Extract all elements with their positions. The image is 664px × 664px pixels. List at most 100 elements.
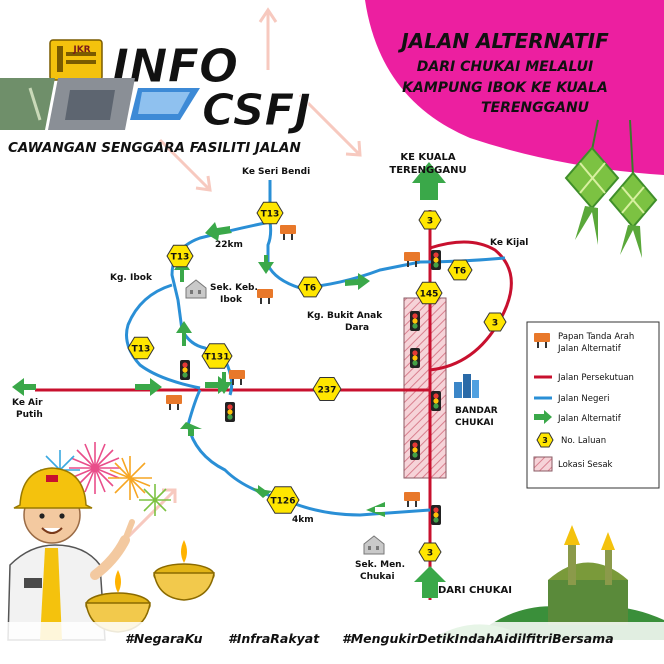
route-marker-237: 237 — [312, 377, 342, 401]
traffic-light — [410, 348, 420, 368]
label-sek-men-1: Sek. Men. — [355, 560, 405, 570]
alt-arrow-4 — [135, 378, 162, 396]
label-distance-22km: 22km — [215, 240, 243, 250]
header-subtitle: CAWANGAN SENGGARA FASILITI JALAN — [8, 140, 301, 156]
title-banner: JALAN ALTERNATIF DARI CHUKAI MELALUI KAM… — [365, 0, 664, 175]
photo-strip — [0, 78, 200, 130]
hashtag-footer: #NegaraKu #InfraRakyat #MengukirDetikInd… — [0, 622, 664, 664]
legend-sign-icon — [534, 333, 550, 348]
legend-alt-label: Jalan Alternatif — [557, 414, 622, 424]
banner-line4: TERENGGANU — [481, 100, 590, 116]
banner-line1: JALAN ALTERNATIF — [397, 29, 609, 53]
jkr-logo-text: JKR — [72, 45, 90, 55]
route-marker-t13-left-label: T13 — [171, 253, 190, 263]
alt-arrow-2 — [252, 485, 272, 498]
oil-lamps — [85, 540, 215, 633]
state-road-t126 — [186, 389, 431, 517]
route-marker-3-bottom-label: 3 — [427, 549, 433, 559]
federal-road-kijal — [429, 240, 513, 372]
direction-sign — [404, 252, 420, 267]
route-marker-t131-shape — [201, 343, 233, 369]
legend-route-label: No. Laluan — [561, 436, 606, 446]
route-marker-t13-left-shape — [166, 244, 194, 268]
route-marker-t13-top: T13 — [256, 201, 284, 225]
label-kuala-terengganu-2: TERENGGANU — [389, 165, 466, 176]
route-marker-145-label: 145 — [420, 290, 439, 300]
route-marker-t6-mid: T6 — [297, 276, 323, 298]
route-marker-145-shape — [415, 281, 443, 305]
traffic-light — [410, 440, 420, 460]
route-marker-3-right: 3 — [483, 312, 507, 332]
legend-sign-line1: Papan Tanda Arah — [558, 332, 634, 342]
route-marker-3-right-shape — [483, 312, 507, 332]
alt-arrow-6 — [12, 378, 36, 396]
route-marker-t13-lower-shape — [127, 336, 155, 360]
traffic-light — [431, 391, 441, 411]
route-marker-3-top-label: 3 — [427, 217, 433, 227]
route-marker-3-bottom: 3 — [418, 542, 442, 562]
label-sek-men-2: Chukai — [360, 572, 395, 582]
header: JKR INFO CSFJ CAWANGAN SENGGARA FASILITI… — [0, 39, 311, 156]
route-marker-t131-label: T131 — [205, 353, 230, 363]
route-marker-t6-mid-shape — [297, 276, 323, 298]
alternative-arrows — [12, 162, 446, 598]
hashtag-infrarakyat: #InfraRakyat — [228, 631, 320, 646]
alt-arrow-kt — [412, 162, 446, 200]
label-kuala-terengganu-1: KE KUALA — [400, 152, 456, 163]
ketupat-decoration — [564, 119, 658, 258]
alt-arrow-12 — [216, 372, 232, 394]
route-marker-t13-lower: T13 — [127, 336, 155, 360]
route-marker-t13-top-label: T13 — [261, 210, 280, 220]
route-marker-t6-right-shape — [447, 259, 473, 281]
label-air-putih-1: Ke Air — [12, 398, 43, 408]
route-marker-3-top: 3 — [418, 210, 442, 230]
legend-sign-line2: Jalan Alternatif — [557, 344, 622, 354]
alt-arrow-10 — [258, 255, 274, 274]
state-roads — [125, 180, 506, 517]
traffic-light — [410, 311, 420, 331]
legend-route-icon — [536, 432, 554, 448]
direction-sign — [166, 395, 182, 410]
alt-arrow-chukai — [414, 566, 446, 598]
hashtag-bar — [0, 622, 664, 664]
route-marker-237-shape — [312, 377, 342, 401]
banner-shape — [365, 0, 664, 175]
legend-alt-arrow-icon — [534, 410, 552, 424]
direction-signs — [166, 225, 420, 507]
banner-line2: DARI CHUKAI MELALUI — [417, 59, 593, 75]
label-bandar-chukai-1: BANDAR — [455, 406, 498, 416]
traffic-light — [431, 250, 441, 270]
route-marker-t131: T131 — [201, 343, 233, 369]
route-marker-3-bottom-shape — [418, 542, 442, 562]
legend-congestion-label: Lokasi Sesak — [558, 460, 613, 470]
route-marker-t6-mid-label: T6 — [304, 284, 316, 294]
legend-congestion-icon — [533, 456, 553, 472]
route-marker-t6-right-label: T6 — [454, 267, 466, 277]
route-marker-t13-top-shape — [256, 201, 284, 225]
label-kijal: Ke Kijal — [490, 238, 528, 248]
traffic-lights — [180, 250, 441, 525]
label-dari-chukai: DARI CHUKAI — [438, 585, 512, 596]
route-marker-t126-label: T126 — [271, 497, 296, 507]
banner-line3: KAMPUNG IBOK KE KUALA — [402, 80, 608, 96]
alt-arrow-7 — [176, 321, 192, 346]
route-marker-t13-lower-label: T13 — [132, 345, 151, 355]
direction-sign — [257, 289, 273, 304]
direction-sign — [280, 225, 296, 240]
alt-arrow-1 — [366, 502, 385, 517]
route-marker-t126-shape — [266, 486, 300, 514]
label-bukit-anak-2: Dara — [345, 323, 369, 333]
hashtag-aidilfitri: #MengukirDetikIndahAidilfitriBersama — [342, 631, 614, 646]
route-marker-t126: T126 — [266, 486, 300, 514]
traffic-light — [180, 360, 190, 380]
alt-arrow-11 — [345, 273, 370, 290]
label-sek-keb-1: Sek. Keb. — [210, 283, 258, 293]
label-kg-ibok: Kg. Ibok — [110, 273, 153, 283]
traffic-light — [225, 402, 235, 422]
header-title-line2: CSFJ — [202, 85, 311, 136]
school-icon — [185, 279, 207, 299]
legend-federal-label: Jalan Persekutuan — [557, 373, 634, 383]
